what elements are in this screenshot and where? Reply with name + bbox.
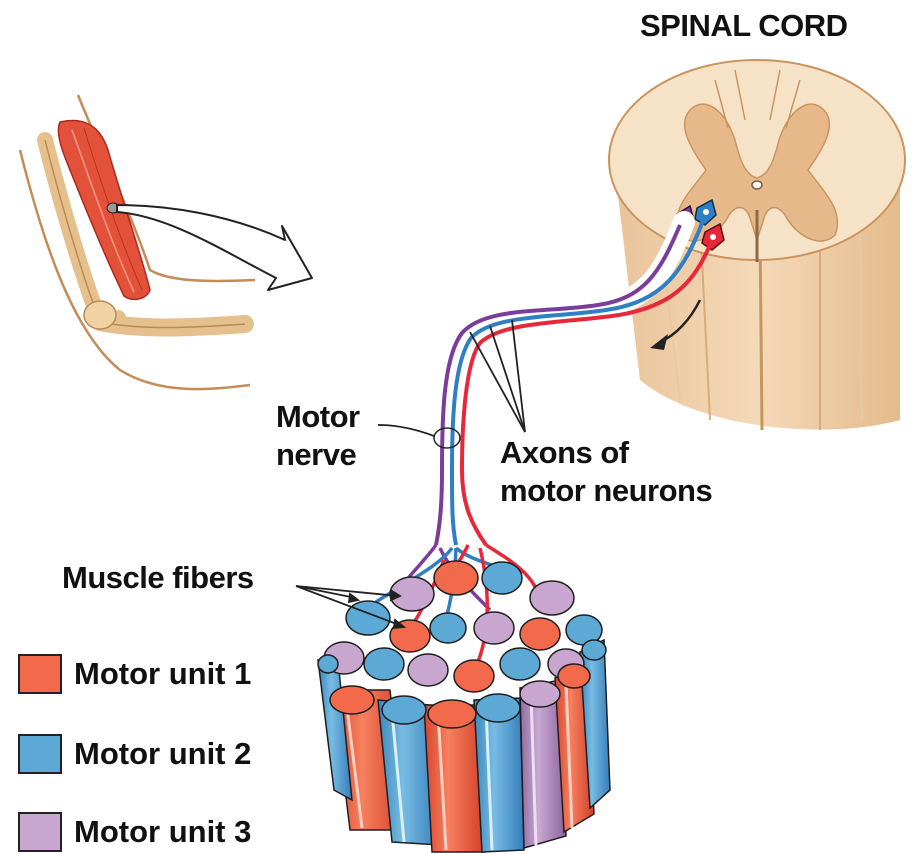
fiber-end-blue xyxy=(346,601,390,635)
legend-item-motor-unit-2: Motor unit 2 xyxy=(18,734,251,774)
muscle-fibers-label: Muscle fibers xyxy=(62,560,254,596)
central-canal xyxy=(752,181,762,189)
legend-item-motor-unit-1: Motor unit 1 xyxy=(18,654,251,694)
fiber-end-red xyxy=(520,618,560,650)
axons-label-line-2: motor neurons xyxy=(500,472,712,510)
legend-swatch-motor-unit-2 xyxy=(18,734,62,774)
legend-label-motor-unit-3: Motor unit 3 xyxy=(74,814,251,850)
motor-nerve-label: Motor nerve xyxy=(276,398,360,474)
legend-label-motor-unit-1: Motor unit 1 xyxy=(74,656,251,692)
fiber-end-purple xyxy=(530,581,574,615)
fiber-end-blue xyxy=(382,696,426,724)
legend-swatch-motor-unit-3 xyxy=(18,812,62,852)
fiber-end-blue xyxy=(364,648,404,680)
fiber-end-blue xyxy=(582,640,606,660)
legend-label-motor-unit-2: Motor unit 2 xyxy=(74,736,251,772)
spinal-cord xyxy=(609,60,905,430)
elbow-joint xyxy=(84,301,116,329)
fiber-end-blue xyxy=(500,648,540,680)
fiber-end-blue xyxy=(476,694,520,722)
muscle-fiber-bundle xyxy=(318,561,610,852)
spinal-cord-title: SPINAL CORD xyxy=(640,8,848,44)
axons-of-motor-neurons-label: Axons of motor neurons xyxy=(500,434,712,510)
fiber-end-red xyxy=(434,561,478,595)
fiber-end-red xyxy=(454,660,494,692)
fiber-end-blue xyxy=(430,613,466,643)
motor-nerve-label-line-1: Motor xyxy=(276,398,360,436)
arm-illustration xyxy=(20,95,312,389)
axons-pointer-3 xyxy=(512,320,525,432)
fiber-end-purple xyxy=(408,654,448,686)
axons-label-line-1: Axons of xyxy=(500,434,712,472)
fiber-end-red xyxy=(428,700,476,728)
legend-swatch-motor-unit-1 xyxy=(18,654,62,694)
fiber-end-blue xyxy=(318,655,338,673)
fiber-end-purple xyxy=(520,681,560,707)
motor-nerve-pointer xyxy=(378,425,434,436)
fiber-end-red xyxy=(558,664,590,688)
fiber-end-purple xyxy=(474,612,514,644)
fiber-end-red xyxy=(330,686,374,714)
motor-nerve-label-line-2: nerve xyxy=(276,436,360,474)
legend-item-motor-unit-3: Motor unit 3 xyxy=(18,812,251,852)
fiber-end-blue xyxy=(482,562,522,594)
